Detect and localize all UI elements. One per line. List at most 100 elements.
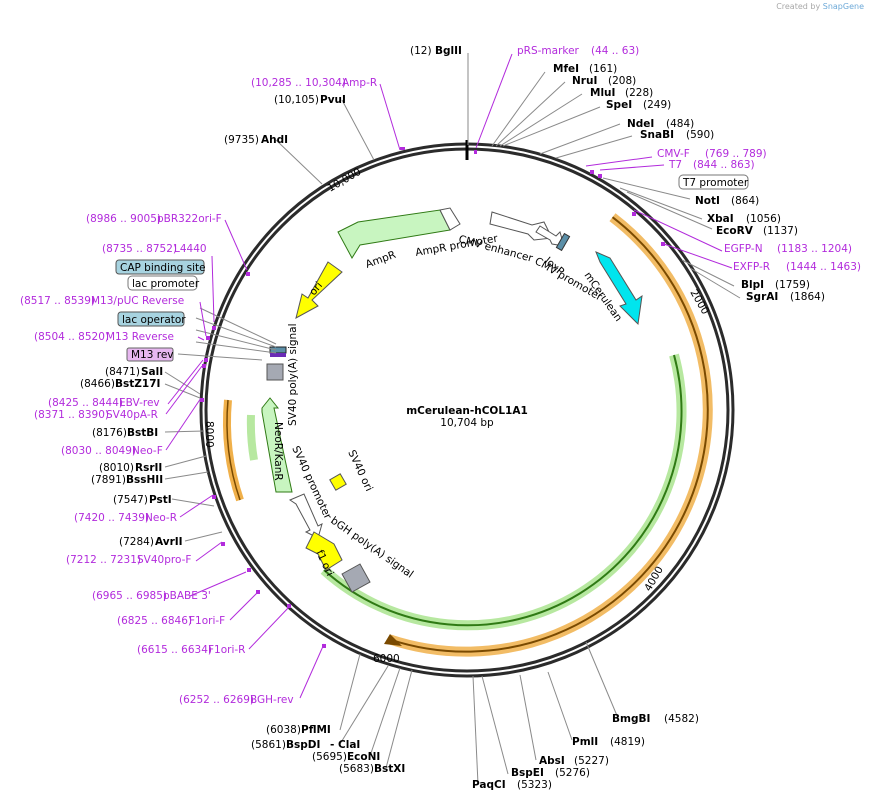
svg-text:T7 promoter: T7 promoter bbox=[682, 177, 749, 189]
svg-text:(8466): (8466) bbox=[80, 378, 115, 390]
enzyme-pflmi: (6038) PflMI bbox=[266, 724, 331, 736]
svg-text:BglII: BglII bbox=[435, 45, 462, 57]
svg-text:EBV-rev: EBV-rev bbox=[119, 397, 160, 409]
tick-10000: 10,000 bbox=[326, 166, 364, 195]
f1-ori-arrow bbox=[305, 531, 343, 571]
enzyme-sali: (8471) SalI bbox=[105, 366, 163, 378]
svg-text:PstI: PstI bbox=[149, 494, 172, 506]
primer-sv40pa-r: (8371 .. 8390) SV40pA-R bbox=[34, 409, 158, 421]
primer-pbabe3: (6965 .. 6985) pBABE 3' bbox=[92, 590, 211, 602]
svg-text:(8504 .. 8520): (8504 .. 8520) bbox=[34, 331, 109, 343]
svg-text:T7: T7 bbox=[668, 159, 682, 171]
lac-promoter-tag: lac promoter bbox=[127, 275, 200, 291]
primer-t7: T7 (844 .. 863) bbox=[668, 159, 755, 171]
primer-prs-marker: pRS-marker (44 .. 63) bbox=[517, 45, 639, 57]
svg-text:AvrII: AvrII bbox=[155, 536, 183, 548]
svg-text:(1056): (1056) bbox=[746, 213, 781, 225]
svg-text:Neo-F: Neo-F bbox=[132, 445, 163, 457]
primer-exfp-r: EXFP-R (1444 .. 1463) bbox=[733, 261, 861, 273]
enzyme-mfei: MfeI (161) bbox=[553, 63, 617, 75]
svg-text:BGH-rev: BGH-rev bbox=[250, 694, 294, 706]
svg-text:lac operator: lac operator bbox=[122, 314, 186, 326]
primer-leaders bbox=[165, 53, 733, 699]
enzyme-ahdi: (9735) AhdI bbox=[224, 134, 288, 146]
svg-text:BlpI: BlpI bbox=[741, 279, 764, 291]
svg-text:(7284): (7284) bbox=[119, 536, 154, 548]
svg-text:(8986 .. 9005): (8986 .. 9005) bbox=[86, 213, 161, 225]
svg-text:(1864): (1864) bbox=[790, 291, 825, 303]
svg-text:(5227): (5227) bbox=[574, 755, 609, 767]
primer-neo-f: (8030 .. 8049) Neo-F bbox=[61, 445, 163, 457]
enzyme-bstxi: (5683) BstXI bbox=[339, 763, 405, 775]
enzyme-xbai: XbaI (1056) bbox=[707, 213, 781, 225]
enzyme-econi: (5695) EcoNI bbox=[312, 751, 380, 763]
enzyme-absi: AbsI (5227) bbox=[539, 755, 609, 767]
svg-text:(6615 .. 6634): (6615 .. 6634) bbox=[137, 644, 212, 656]
svg-text:(1137): (1137) bbox=[763, 225, 798, 237]
lac-operator-tag: lac operator bbox=[117, 311, 186, 327]
tick-6000: 6000 bbox=[373, 653, 400, 665]
svg-text:(7891): (7891) bbox=[91, 474, 126, 486]
cds-arc-orange-line bbox=[389, 216, 709, 653]
svg-text:(8030 .. 8049): (8030 .. 8049) bbox=[61, 445, 136, 457]
sv40-ori-box bbox=[329, 473, 347, 491]
svg-text:Amp-R: Amp-R bbox=[342, 77, 377, 89]
primer-egfp-n: EGFP-N (1183 .. 1204) bbox=[724, 243, 852, 255]
svg-text:(5323): (5323) bbox=[517, 779, 552, 791]
svg-text:SpeI: SpeI bbox=[606, 99, 632, 111]
plasmid-name: mCerulean-hCOL1A1 bbox=[406, 405, 528, 417]
svg-text:F1ori-R: F1ori-R bbox=[208, 644, 245, 656]
svg-text:AbsI: AbsI bbox=[539, 755, 565, 767]
svg-text:(8735 .. 8752): (8735 .. 8752) bbox=[102, 243, 177, 255]
svg-text:(6252 .. 6269): (6252 .. 6269) bbox=[179, 694, 254, 706]
svg-text:(5683): (5683) bbox=[339, 763, 374, 775]
svg-text:lac promoter: lac promoter bbox=[132, 278, 200, 290]
bgh-polya-box bbox=[341, 563, 371, 593]
svg-text:SV40pro-F: SV40pro-F bbox=[137, 554, 191, 566]
svg-text:(7212 .. 7231): (7212 .. 7231) bbox=[66, 554, 141, 566]
neor-kanr-arrow bbox=[261, 397, 293, 493]
svg-text:(8517 .. 8539): (8517 .. 8539) bbox=[20, 295, 95, 307]
svg-text:PvuI: PvuI bbox=[320, 94, 346, 106]
enzyme-pmli: PmlI (4819) bbox=[572, 736, 645, 748]
svg-text:L4440: L4440 bbox=[174, 243, 207, 255]
svg-text:RsrII: RsrII bbox=[135, 462, 162, 474]
m13-rev-tag: M13 rev bbox=[126, 347, 174, 362]
svg-text:M13/pUC Reverse: M13/pUC Reverse bbox=[91, 295, 184, 307]
cap-binding-site-tag: CAP binding site bbox=[115, 259, 206, 275]
enzyme-rsrii: (8010) RsrII bbox=[99, 462, 162, 474]
svg-text:F1ori-F: F1ori-F bbox=[189, 615, 225, 627]
svg-text:(5861): (5861) bbox=[251, 739, 286, 751]
cds-arrowhead bbox=[384, 634, 402, 646]
enzyme-ecorv: EcoRV (1137) bbox=[716, 225, 798, 237]
svg-text:(8425 .. 8444): (8425 .. 8444) bbox=[48, 397, 123, 409]
sv40-polya-label: SV40 poly(A) signal bbox=[287, 323, 299, 426]
primer-neo-r: (7420 .. 7439) Neo-R bbox=[74, 512, 177, 524]
enzyme-clai: - ClaI bbox=[330, 739, 360, 751]
leader-lines bbox=[164, 53, 741, 785]
t7-promoter-tag: T7 promoter bbox=[678, 174, 749, 190]
sv40-box-purple bbox=[270, 353, 286, 357]
svg-text:EXFP-R: EXFP-R bbox=[733, 261, 770, 273]
primer-f1ori-f: (6825 .. 6846) F1ori-F bbox=[117, 615, 225, 627]
svg-text:(208): (208) bbox=[608, 75, 636, 87]
bgh-polya-label: bGH poly(A) signal bbox=[328, 515, 415, 581]
primer-pbr322ori-f: (8986 .. 9005) pBR322ori-F bbox=[86, 213, 222, 225]
sv40-promoter-label: SV40 promoter bbox=[289, 444, 334, 522]
svg-text:(5276): (5276) bbox=[555, 767, 590, 779]
svg-text:EGFP-N: EGFP-N bbox=[724, 243, 763, 255]
svg-text:(590): (590) bbox=[686, 129, 714, 141]
enzyme-bstbi: (8176) BstBI bbox=[92, 427, 158, 439]
svg-text:(44 .. 63): (44 .. 63) bbox=[591, 45, 639, 57]
svg-text:CMV-F: CMV-F bbox=[657, 148, 690, 160]
enzyme-bmgbi: BmgBI (4582) bbox=[612, 713, 699, 725]
sv40-ori-label: SV40 ori bbox=[345, 448, 375, 493]
svg-text:Neo-R: Neo-R bbox=[145, 512, 177, 524]
svg-text:(228): (228) bbox=[625, 87, 653, 99]
svg-text:(12): (12) bbox=[410, 45, 432, 57]
primer-f1ori-r: (6615 .. 6634) F1ori-R bbox=[137, 644, 245, 656]
tick-8000: 8000 bbox=[203, 421, 215, 448]
primer-cmv-f: CMV-F (769 .. 789) bbox=[657, 148, 767, 160]
svg-text:AhdI: AhdI bbox=[261, 134, 288, 146]
ori-arrow bbox=[295, 261, 343, 319]
